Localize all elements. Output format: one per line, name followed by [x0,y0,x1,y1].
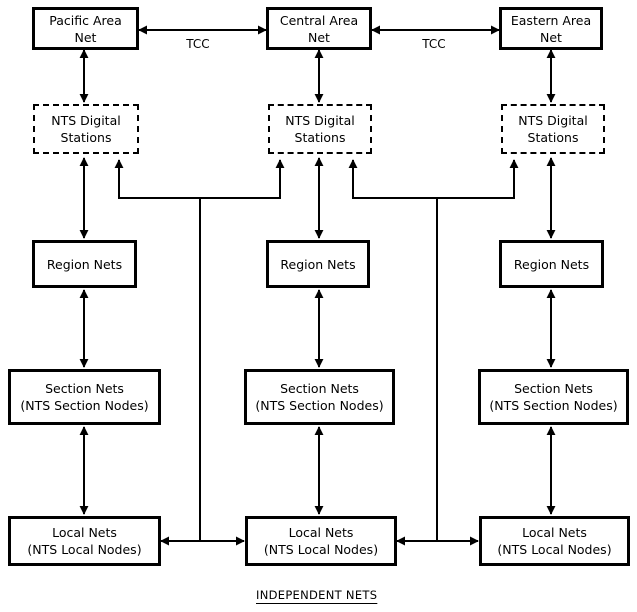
node-line-1: NTS Digital [518,113,588,128]
nts-digital-stations-right: NTS Digital Stations [501,104,605,154]
local-nets-left: Local Nets (NTS Local Nodes) [8,516,161,566]
node-line-2: Stations [527,130,579,145]
bridge-left-nts-digital [114,159,285,199]
local-nets-center: Local Nets (NTS Local Nodes) [245,516,397,566]
node-line-2: Net [74,29,97,45]
central-area-net: Central Area Net [266,7,372,50]
nts-digital-stations-left: NTS Digital Stations [33,104,139,154]
node-line-2: (NTS Local Nodes) [263,542,379,557]
section-nets-left: Section Nets (NTS Section Nodes) [8,369,161,425]
region-nets-center: Region Nets [266,240,370,288]
independent-nets-caption: INDEPENDENT NETS [256,588,378,602]
node-line-1: Section Nets [514,381,593,396]
local-nets-right: Local Nets (NTS Local Nodes) [479,516,630,566]
tcc-label-left: TCC [186,37,210,51]
node-line-2: (NTS Section Nodes) [489,398,618,413]
tcc-label-right: TCC [422,37,446,51]
node-line-1: Local Nets [522,525,587,540]
node-line-1: Section Nets [280,381,359,396]
region-nets-right: Region Nets [499,240,604,288]
node-line-1: Section Nets [45,381,124,396]
section-nets-center: Section Nets (NTS Section Nodes) [244,369,395,425]
pacific-area-net: Pacific Area Net [32,7,139,50]
bridge-right-nts-digital [348,159,519,199]
node-line-1: Local Nets [288,525,354,540]
node-line-1: Central Area [279,12,359,28]
node-line-2: (NTS Section Nodes) [20,398,149,413]
node-line-1: NTS Digital [51,113,121,128]
node-line-2: Stations [60,130,112,145]
node-line-1: Pacific Area [49,12,122,28]
region-nets-left: Region Nets [32,240,137,288]
eastern-area-net: Eastern Area Net [499,7,603,50]
node-line-1: Region Nets [46,256,123,272]
node-line-1: Region Nets [280,256,356,272]
node-line-1: Local Nets [52,525,117,540]
node-line-2: (NTS Section Nodes) [255,398,384,413]
node-line-2: (NTS Local Nodes) [27,542,142,557]
section-nets-right: Section Nets (NTS Section Nodes) [478,369,629,425]
node-line-2: Net [540,29,562,45]
node-line-2: Stations [294,130,346,145]
node-line-1: NTS Digital [285,113,355,128]
node-line-1: Eastern Area [510,12,592,28]
node-line-2: Net [308,29,330,45]
node-line-2: (NTS Local Nodes) [497,542,612,557]
nts-digital-stations-center: NTS Digital Stations [268,104,372,154]
node-line-1: Region Nets [513,256,590,272]
